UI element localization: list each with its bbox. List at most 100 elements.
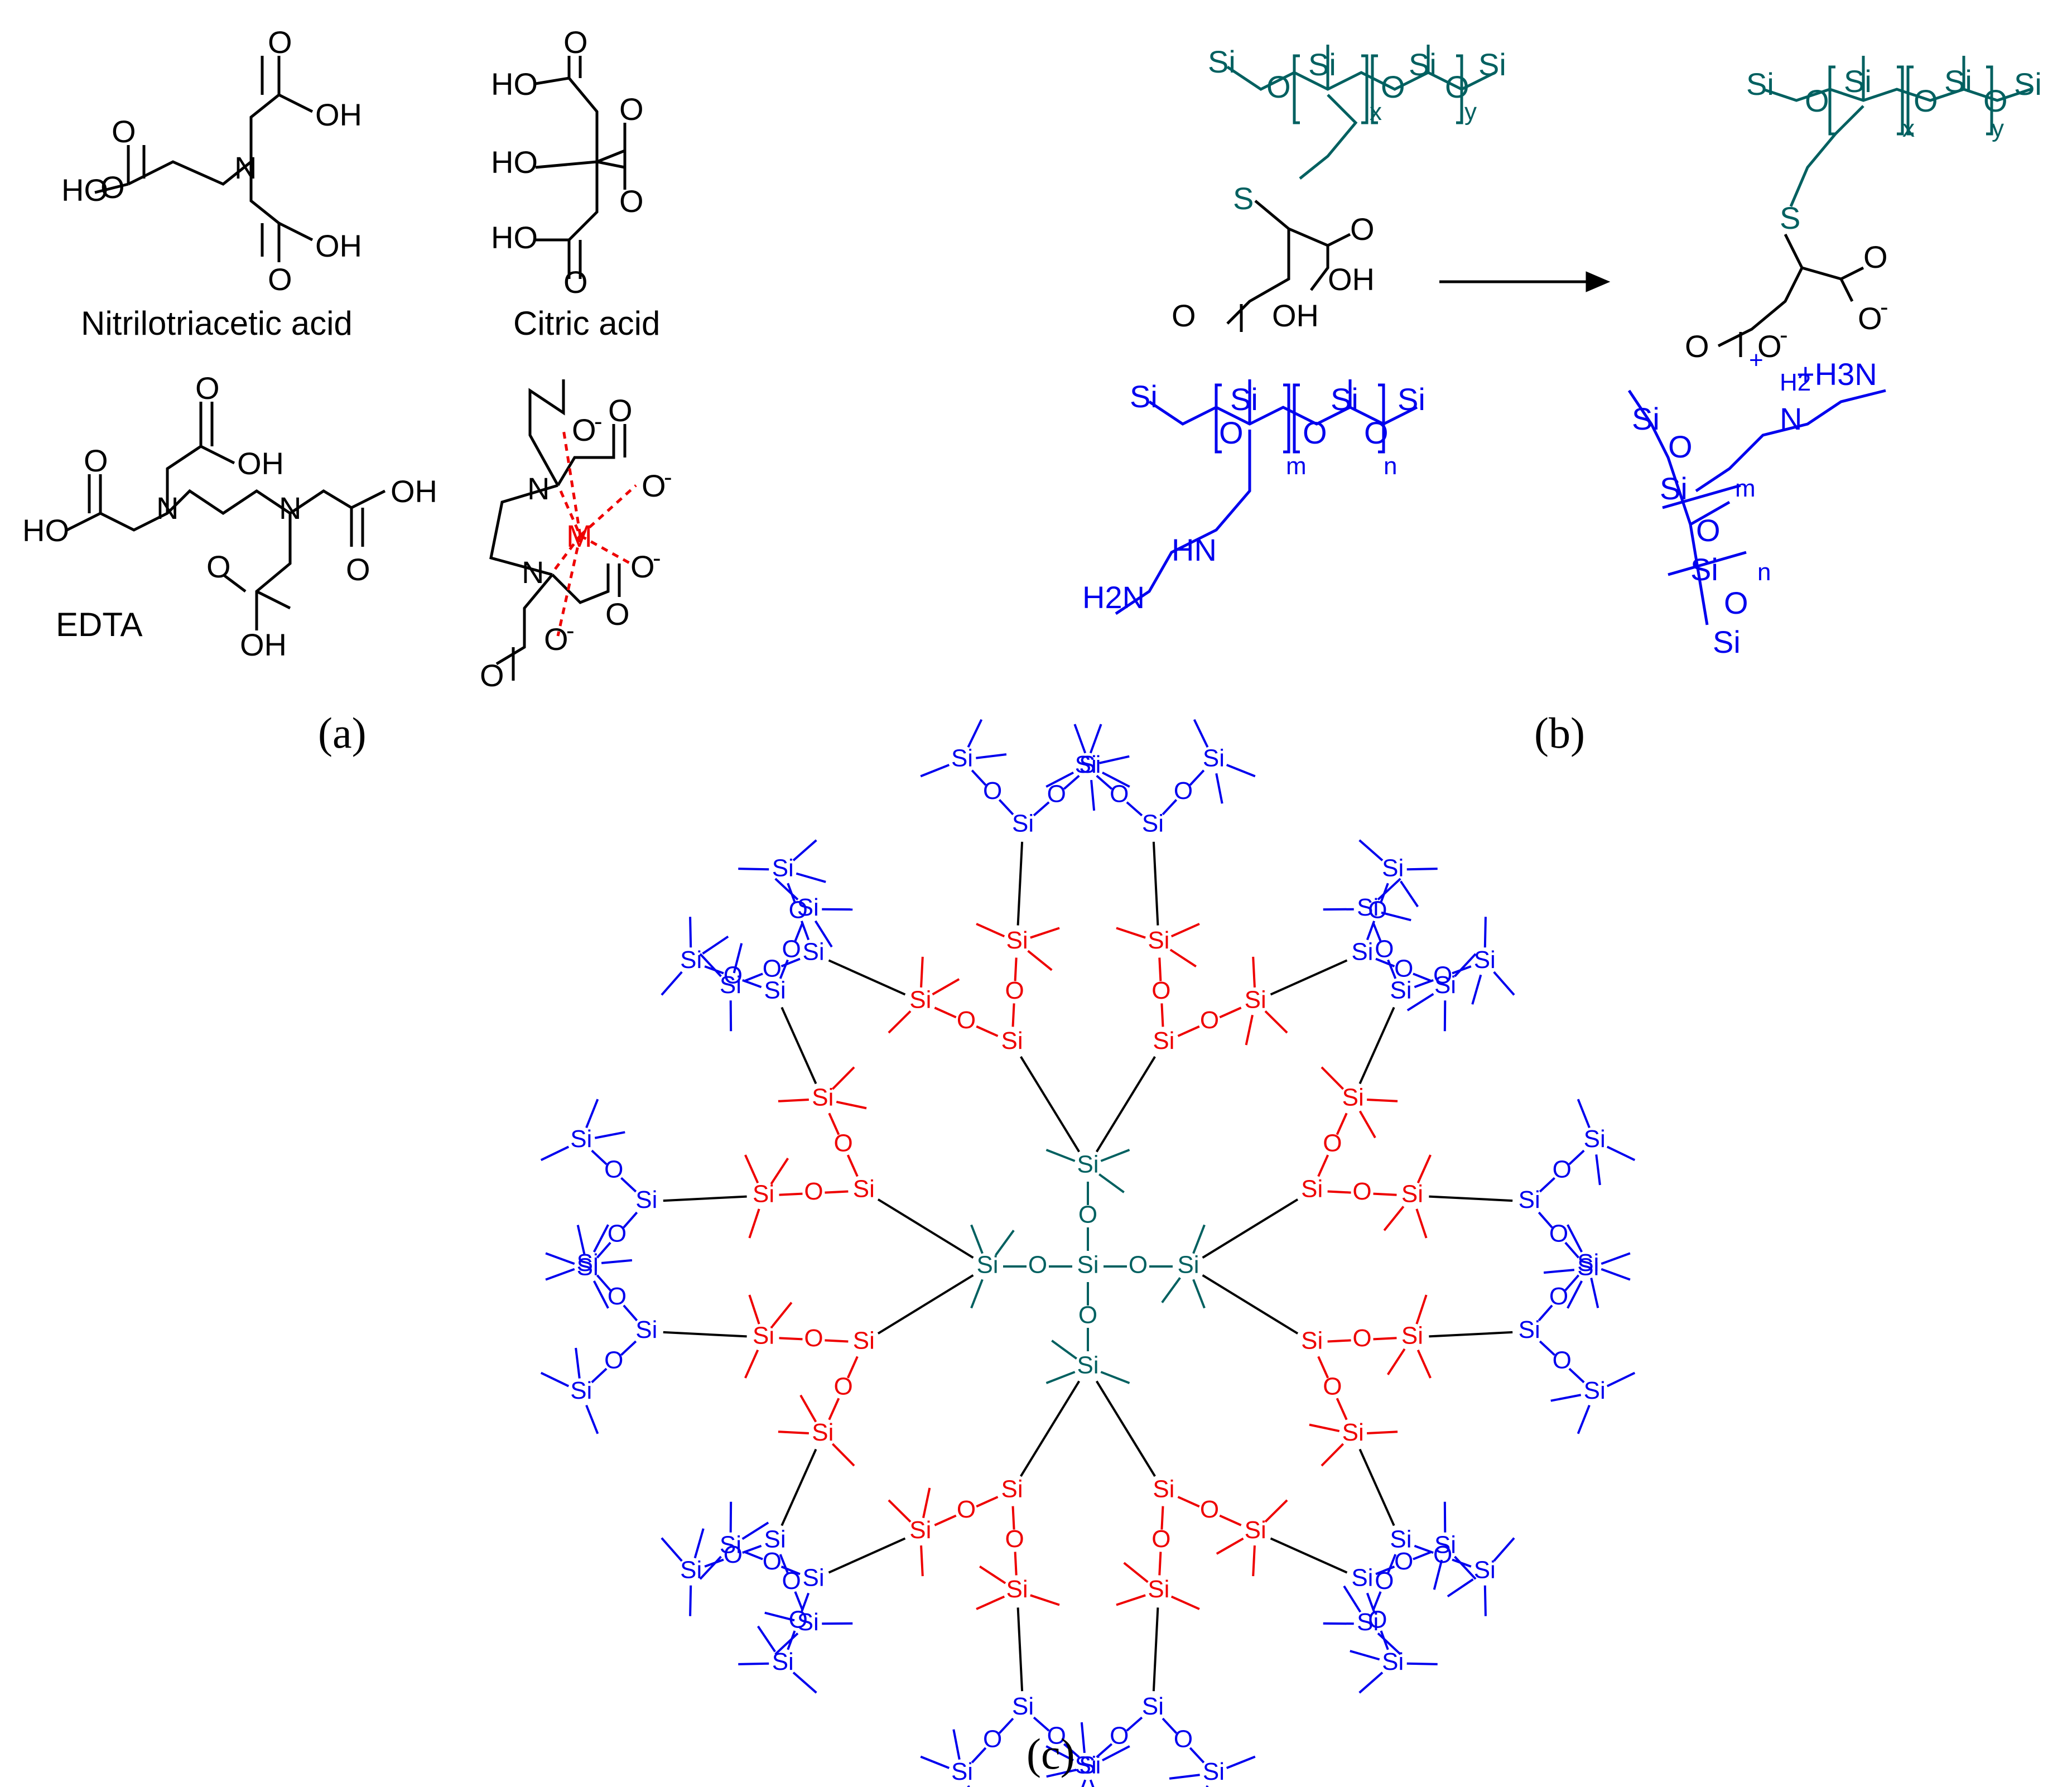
bond <box>976 1025 999 1037</box>
bond <box>1169 948 1197 968</box>
silicon-atom: Si <box>1177 1251 1199 1279</box>
ba-n: n <box>1384 452 1397 480</box>
bond <box>1100 1371 1130 1384</box>
silicon-atom: Si <box>1001 1475 1023 1502</box>
silicon-atom: Si <box>753 1322 774 1350</box>
bond <box>792 839 817 861</box>
bond <box>1336 1112 1348 1135</box>
bp-y: y <box>1992 115 2004 142</box>
bp-si-4: Si <box>2014 66 2042 102</box>
bond <box>1568 1149 1585 1165</box>
complex-o-right: O <box>642 468 666 503</box>
oxygen-atom: O <box>1375 935 1394 962</box>
silicon-atom: Si <box>1148 927 1169 954</box>
panel-a-label: (a) <box>318 709 367 757</box>
ba-si-3: Si <box>1331 382 1358 417</box>
edta-o-top: O <box>195 370 220 406</box>
silicon-atom: Si <box>680 1556 702 1583</box>
silicon-atom: Si <box>1357 894 1379 921</box>
bond <box>1192 1279 1206 1309</box>
oxygen-atom: O <box>1151 977 1170 1004</box>
nta-o-left-top: O <box>112 114 136 149</box>
citric-o-mid2: O <box>619 184 644 219</box>
oxygen-atom: O <box>1394 955 1413 982</box>
bond <box>1192 1224 1206 1254</box>
silicon-atom: Si <box>951 744 973 772</box>
bond <box>1415 1208 1428 1239</box>
bond <box>748 1294 760 1324</box>
panel-a-labels: OH O N O O HO OH O Nitrilotriacetic acid… <box>22 25 672 693</box>
bond <box>576 1225 586 1255</box>
bond <box>1095 1056 1156 1153</box>
oxygen-atom: O <box>1433 961 1452 989</box>
bond <box>748 1208 760 1239</box>
silicon-atom: Si <box>1351 938 1373 966</box>
silicon-atom: Si <box>1006 927 1028 954</box>
bond <box>1372 922 1382 942</box>
bond <box>1493 971 1515 996</box>
bp-si-1: Si <box>1746 66 1774 102</box>
bond <box>774 878 799 900</box>
bond <box>1080 1722 1086 1754</box>
bond <box>1538 1211 1553 1229</box>
bond <box>1429 1331 1513 1338</box>
oxygen-atom: O <box>1129 1251 1148 1279</box>
silicon-atom: Si <box>812 1083 833 1111</box>
bond <box>794 922 804 942</box>
citric-o-top: O <box>563 25 588 60</box>
bond <box>1377 878 1401 900</box>
bond <box>592 1280 609 1309</box>
ba-m: m <box>1286 452 1307 480</box>
oxygen-atom: O <box>833 1130 852 1157</box>
bond <box>1161 1277 1181 1303</box>
oxygen-atom: O <box>1005 1525 1024 1553</box>
b-oh-1: OH <box>1328 262 1375 297</box>
bond <box>1406 993 1434 1011</box>
bond <box>1219 1514 1242 1526</box>
oxygen-atom: O <box>1368 897 1387 924</box>
silicon-atom: Si <box>1519 1316 1540 1343</box>
bond <box>970 1279 984 1309</box>
bond <box>1567 1224 1583 1253</box>
bond <box>1016 1607 1024 1692</box>
bond <box>1483 1585 1487 1616</box>
bond <box>689 917 692 948</box>
bond <box>1539 1340 1555 1356</box>
panel-b <box>1115 45 2031 625</box>
bond <box>1416 1349 1432 1379</box>
bp-si-3: Si <box>1944 64 1972 99</box>
bond <box>1162 1717 1178 1734</box>
bond <box>979 1565 1006 1584</box>
bond <box>545 1268 575 1281</box>
bond <box>661 971 683 996</box>
bond <box>663 1195 747 1202</box>
bond <box>1098 1173 1125 1193</box>
bond <box>1045 1371 1076 1384</box>
b-o-c1: O <box>1350 211 1375 247</box>
oxygen-atom: O <box>1368 1606 1387 1634</box>
bond <box>1020 1380 1081 1477</box>
panel-b-label: (b) <box>1534 709 1585 757</box>
nta-o-left: O <box>100 170 125 205</box>
bond <box>1011 1003 1015 1027</box>
bond <box>1383 1206 1405 1231</box>
bond <box>1033 1716 1050 1732</box>
silicon-atom: Si <box>720 971 741 999</box>
bond <box>540 1145 570 1162</box>
bond <box>1152 841 1159 926</box>
silicon-atom: Si <box>1245 1516 1266 1544</box>
bond <box>1252 956 1256 988</box>
bond <box>1577 1404 1591 1434</box>
silicon-atom: Si <box>1351 1564 1373 1592</box>
bond <box>971 1747 987 1764</box>
bond <box>922 1487 931 1519</box>
bond <box>1380 1630 1389 1650</box>
silicon-atom: Si <box>1519 1186 1540 1213</box>
oxygen-atom: O <box>1323 1130 1342 1157</box>
nta-oh-top: OH <box>315 97 362 132</box>
oxygen-atom: O <box>804 1324 823 1352</box>
bond <box>661 1537 683 1562</box>
bond <box>976 1595 1005 1610</box>
silicon-atom: Si <box>1301 1176 1323 1203</box>
oxygen-atom: O <box>1394 1548 1413 1575</box>
